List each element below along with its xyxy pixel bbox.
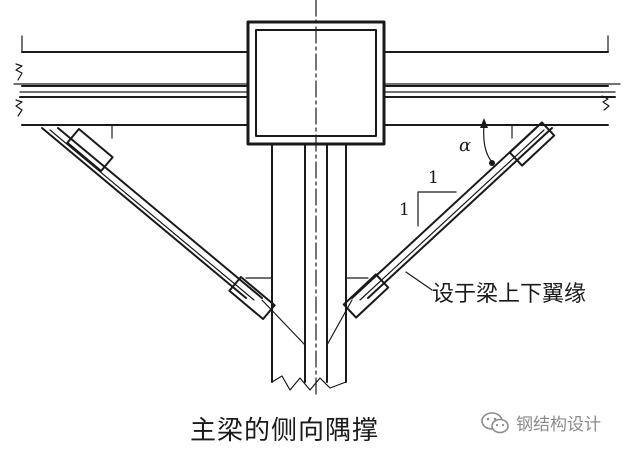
slope-vertical-label: 1 — [399, 200, 410, 220]
slope-triangle — [417, 191, 457, 227]
angle-label: α — [459, 135, 472, 156]
right-brace — [326, 121, 556, 346]
wechat-icon — [481, 411, 509, 433]
break-marks — [15, 63, 610, 117]
note-leader — [405, 271, 433, 291]
figure-caption: 主梁的侧向隅撑 — [190, 416, 380, 446]
angle-marker — [480, 118, 495, 166]
watermark-text: 钢结构设计 — [516, 415, 601, 435]
flange-note-label: 设于梁上下翼缘 — [432, 282, 587, 307]
watermark: 钢结构设计 — [480, 410, 601, 435]
slope-horizontal-label: 1 — [428, 168, 439, 188]
secondary-beam — [19, 91, 616, 126]
left-brace — [41, 124, 306, 346]
main-beam — [21, 35, 609, 87]
column — [246, 20, 386, 391]
